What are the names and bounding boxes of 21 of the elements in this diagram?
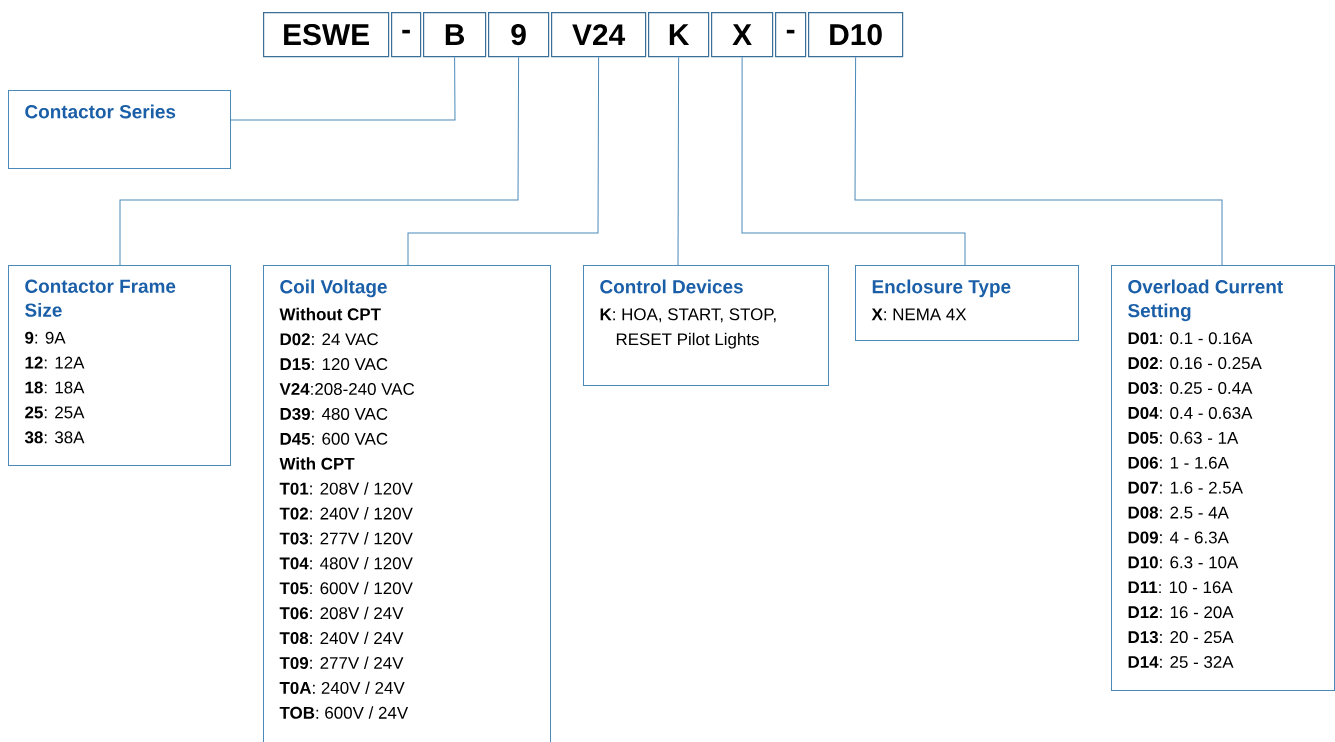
code-cell: X: [711, 12, 774, 58]
category-box: Coil Voltage Without CPT D02: 24 VAC D15: 120 VAC V24:208-240 VAC D39: 480 VAC D45: 600 VAC With CPT T01: 208V / 120V T02: 240V / 120V T03: 277V / 120V T04: 480V / 120V T05: 600V / 120V T06: 208V / 24V T08: 240V / 24V T09: 277V / 24V T0A: 240V / 24V TOB: 600V / 24V: [263, 265, 551, 742]
category-box: Contactor Series: [8, 90, 231, 169]
connector-line: [119, 56, 520, 266]
code-cell: V24: [551, 12, 647, 58]
connector-line: [741, 56, 966, 266]
category-box: Control Devices K: HOA, START, STOP, RESET Pilot Lights: [583, 265, 829, 386]
code-cell: B: [423, 12, 487, 58]
category-box: Enclosure Type X: NEMA 4X: [855, 265, 1079, 341]
code-cell: 9: [488, 12, 550, 58]
code-cell: K: [648, 12, 710, 58]
category-box: Overload Current Setting D01: 0.1 - 0.16A D02: 0.16 - 0.25A D03: 0.25 - 0.4A D04: 0.4 - 0.63A D05: 0.63 - 1A D06: 1 - 1.6A D07: 1.6 - 2.5A D08: 2.5 - 4A D09: 4 - 6.3A D10: 6.3 - 10A D11: 10 - 16A D12: 16 - 20A D13: 20 - 25A D14: 25 - 32A: [1111, 265, 1335, 691]
code-cell: ESWE: [263, 12, 390, 58]
code-cell: -: [775, 12, 807, 58]
connector-line: [407, 56, 600, 266]
code-cell: D10: [808, 12, 904, 58]
connector-line: [677, 56, 680, 266]
connector-line: [854, 56, 1223, 266]
code-cell: -: [391, 12, 422, 58]
connector-line: [230, 56, 456, 121]
category-box: Contactor Frame Size 9: 9A 12: 12A 18: 18A 25: 25A 38: 38A: [8, 265, 231, 466]
